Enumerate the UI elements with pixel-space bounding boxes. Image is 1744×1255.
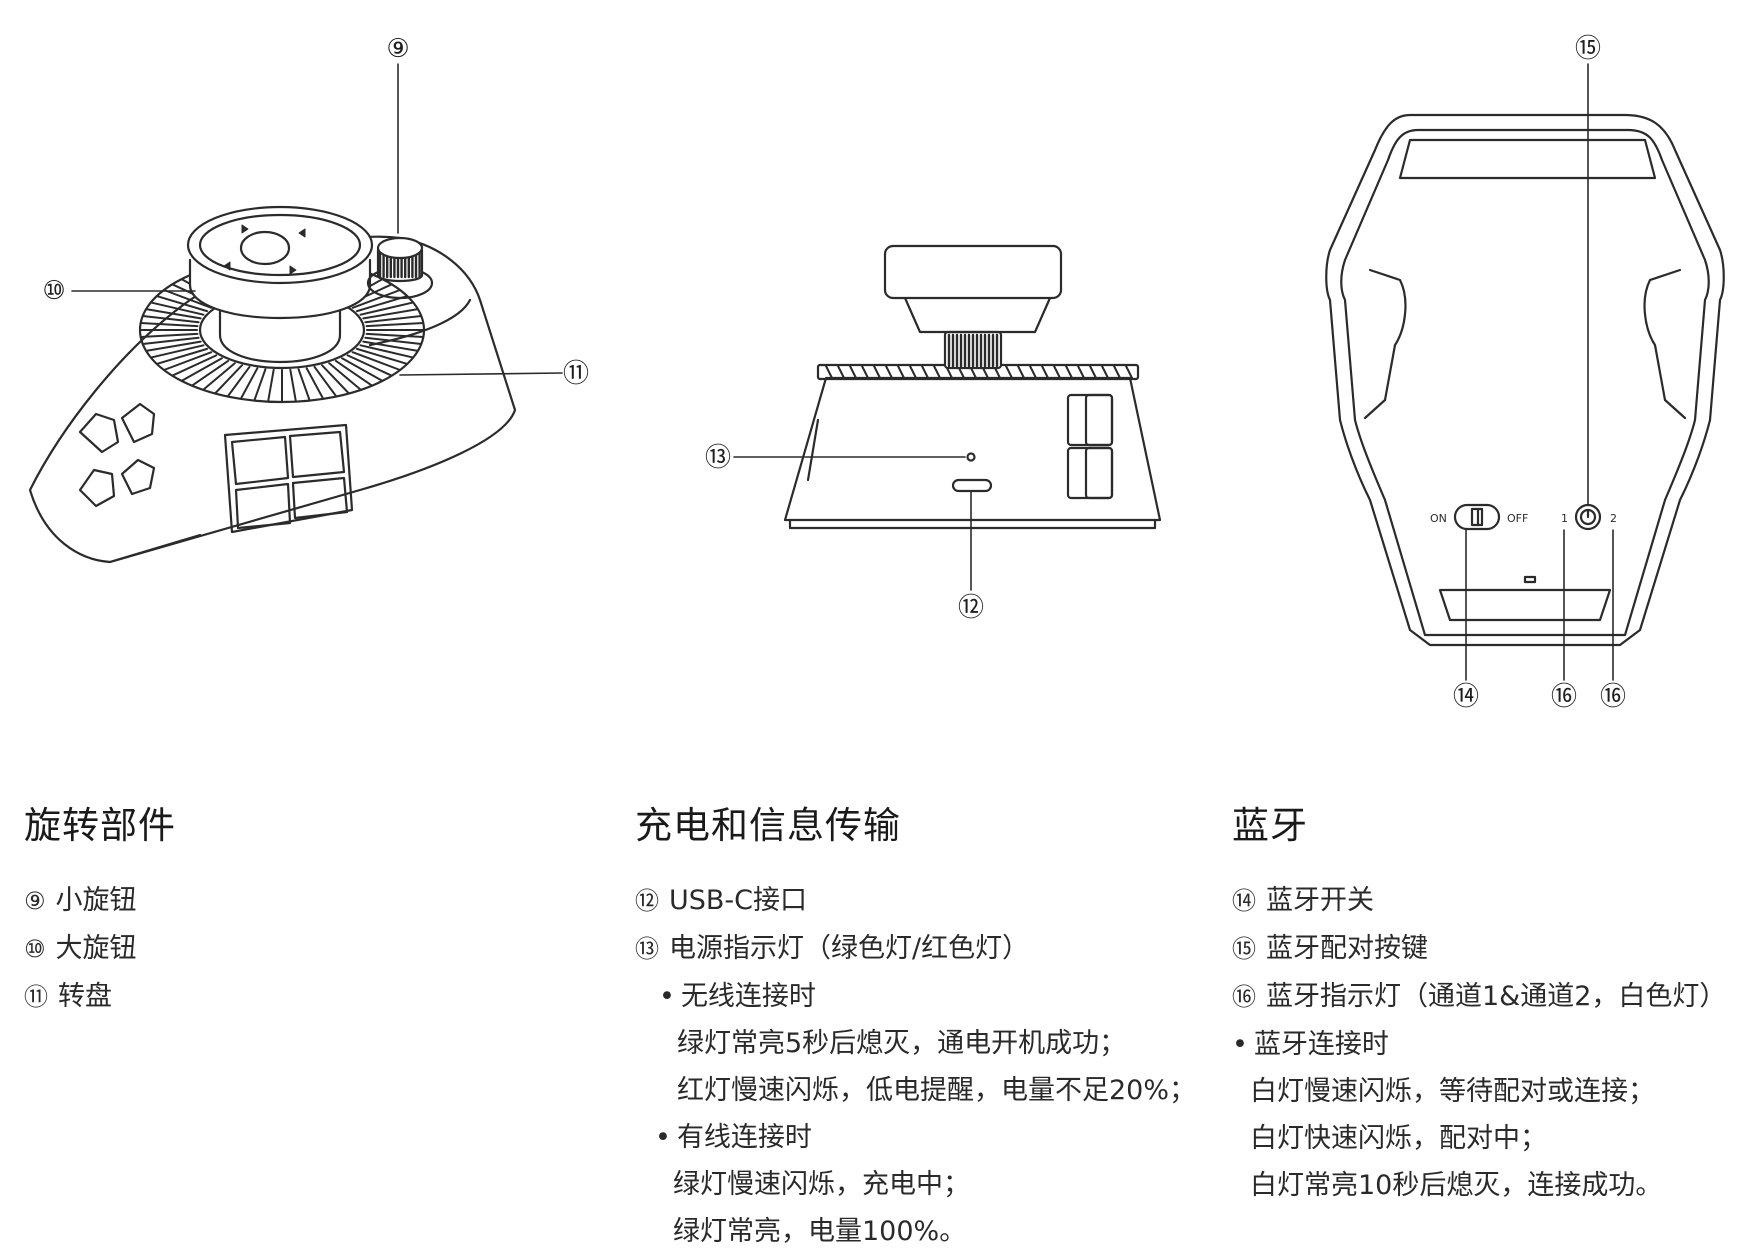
callout-numbers: ⑨ ⑩ ⑪ ⑬ ⑫ ⑮ ⑭ ⑯ ⑯: [42, 34, 1626, 712]
bottom-view-labels: ON OFF 1 2: [1430, 512, 1617, 525]
callout-14: ⑭: [1453, 682, 1479, 712]
bluetooth-connect-line: 白灯常亮10秒后熄灭，连接成功。: [1250, 1170, 1663, 1201]
power-led: [966, 452, 976, 462]
controller-top-view: [28, 205, 517, 564]
bluetooth-switch: [1453, 503, 1501, 531]
item-text: 电源指示灯（绿色灯/红色灯）: [669, 933, 1030, 964]
bottom-shell: [1325, 113, 1725, 647]
controller-side-view: [783, 244, 1162, 530]
wired-line: 绿灯常亮，电量100%。: [673, 1216, 967, 1247]
callout-16a: ⑯: [1551, 682, 1577, 712]
item-number: ⑫: [635, 887, 659, 915]
callout-15: ⑮: [1575, 34, 1601, 64]
front-keypad: [223, 423, 354, 534]
side-dial-ticks: [825, 365, 1133, 379]
controller-body-edge: [368, 298, 472, 347]
callout-16b: ⑯: [1600, 682, 1626, 712]
bluetooth-connect-line: 白灯快速闪烁，配对中；: [1250, 1123, 1547, 1154]
item-number: ⑬: [635, 935, 659, 963]
side-view-buttons: [1066, 393, 1114, 500]
item-number: ⑪: [24, 983, 48, 1011]
item-text: 蓝牙指示灯（通道1&通道2，白色灯）: [1266, 981, 1727, 1012]
item-number: ⑮: [1232, 935, 1256, 963]
big-knob: [186, 205, 374, 364]
wired-heading: 有线连接时: [655, 1114, 1196, 1161]
item-text: 大旋钮: [55, 933, 137, 964]
section-title: 蓝牙: [1232, 804, 1308, 847]
list-item: ⑪ 转盘: [24, 973, 176, 1021]
side-buttons: [78, 402, 156, 508]
callout-9: ⑨: [386, 34, 409, 64]
item-text: 蓝牙开关: [1266, 885, 1374, 916]
list-item: ⑬ 电源指示灯（绿色灯/红色灯）: [635, 925, 1196, 973]
item-text: 转盘: [58, 981, 112, 1012]
off-label: OFF: [1507, 512, 1528, 525]
callout-11: ⑪: [563, 359, 589, 389]
list-item: ⑯ 蓝牙指示灯（通道1&通道2，白色灯）: [1232, 973, 1726, 1021]
item-text: 小旋钮: [55, 885, 137, 916]
item-number: ⑨: [24, 887, 46, 915]
list-item: ⑨ 小旋钮: [24, 877, 176, 925]
wireless-heading: 无线连接时: [659, 973, 1196, 1020]
leader-lines: [71, 63, 1614, 681]
list-item: ⑫ USB-C接口: [635, 877, 1196, 925]
wireless-line: 红灯慢速闪烁，低电提醒，电量不足20%；: [677, 1075, 1197, 1106]
section-rotation: 旋转部件 ⑨ 小旋钮 ⑩ 大旋钮 ⑪ 转盘: [24, 795, 176, 1021]
on-label: ON: [1430, 512, 1447, 525]
list-item: ⑭ 蓝牙开关: [1232, 877, 1726, 925]
item-number: ⑭: [1232, 887, 1256, 915]
section-bluetooth: 蓝牙 ⑭ 蓝牙开关 ⑮ 蓝牙配对按键 ⑯ 蓝牙指示灯（通道1&通道2，白色灯） 蓝牙连…: [1232, 795, 1726, 1209]
section-title: 旋转部件: [24, 804, 176, 847]
callout-13: ⑬: [705, 443, 731, 473]
callout-12: ⑫: [958, 593, 984, 623]
list-item: ⑩ 大旋钮: [24, 925, 176, 973]
small-knob: [366, 236, 434, 300]
callout-10: ⑩: [42, 276, 65, 306]
section-title: 充电和信息传输: [635, 804, 901, 847]
channel-1-label: 1: [1561, 512, 1568, 525]
item-number: ⑯: [1232, 983, 1256, 1011]
channel-2-label: 2: [1610, 512, 1617, 525]
usb-c-port: [951, 478, 993, 493]
bluetooth-connect-heading: 蓝牙连接时: [1232, 1021, 1726, 1068]
section-charging: 充电和信息传输 ⑫ USB-C接口 ⑬ 电源指示灯（绿色灯/红色灯） 无线连接时 绿…: [635, 795, 1196, 1255]
list-item: ⑮ 蓝牙配对按键: [1232, 925, 1726, 973]
wired-line: 绿灯慢速闪烁，充电中；: [673, 1169, 970, 1200]
wireless-line: 绿灯常亮5秒后熄灭，通电开机成功；: [677, 1028, 1127, 1059]
bluetooth-connect-line: 白灯慢速闪烁，等待配对或连接；: [1250, 1076, 1655, 1107]
controller-bottom-view: [1325, 113, 1725, 647]
item-text: 蓝牙配对按键: [1266, 933, 1428, 964]
item-text: USB-C接口: [669, 885, 808, 916]
device-diagram: ON OFF 1 2 ⑨ ⑩ ⑪ ⑬ ⑫ ⑮ ⑭ ⑯ ⑯: [28, 34, 1725, 712]
item-number: ⑩: [24, 935, 46, 963]
